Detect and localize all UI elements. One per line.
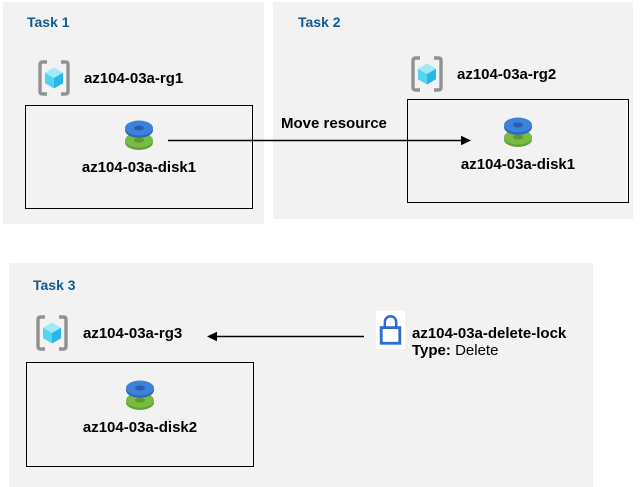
task3-resource-group-label: az104-03a-rg3 bbox=[83, 324, 183, 342]
task1-resource-group: az104-03a-rg1 bbox=[36, 59, 183, 97]
task3-resource-box: az104-03a-disk2 bbox=[26, 362, 254, 467]
task1-panel: Task 1 az104-03a-rg1 az104-03a-disk1 bbox=[3, 2, 264, 224]
task1-resource-label: az104-03a-disk1 bbox=[81, 159, 197, 176]
delete-lock-type-value: Delete bbox=[455, 342, 499, 359]
task3-title: Task 3 bbox=[33, 277, 76, 293]
task2-resource-group: az104-03a-rg2 bbox=[409, 55, 556, 93]
task3-resource-label: az104-03a-disk2 bbox=[82, 419, 198, 436]
task2-title: Task 2 bbox=[298, 14, 341, 30]
task2-resource-label: az104-03a-disk1 bbox=[460, 156, 576, 173]
disk-icon bbox=[126, 380, 154, 410]
delete-lock-type-label: Type: bbox=[412, 342, 451, 359]
resource-group-icon bbox=[411, 56, 443, 92]
delete-lock-type-row: Type: Delete bbox=[412, 342, 566, 359]
task3-resource-group: az104-03a-rg3 bbox=[33, 314, 182, 352]
disk-icon bbox=[125, 120, 153, 150]
lock-icon bbox=[379, 315, 402, 345]
disk-icon bbox=[504, 117, 532, 147]
delete-lock-text: az104-03a-delete-lock Type: Delete bbox=[412, 325, 566, 359]
task2-resource-group-label: az104-03a-rg2 bbox=[457, 65, 557, 83]
move-resource-label: Move resource bbox=[281, 115, 387, 132]
delete-lock-name: az104-03a-delete-lock bbox=[412, 325, 567, 342]
task1-resource-box: az104-03a-disk1 bbox=[25, 105, 253, 209]
resource-group-icon bbox=[36, 315, 68, 351]
task2-resource-box: az104-03a-disk1 bbox=[407, 99, 629, 203]
delete-lock-icon-box bbox=[376, 311, 405, 349]
task1-resource-group-label: az104-03a-rg1 bbox=[84, 69, 184, 87]
resource-group-icon bbox=[38, 60, 70, 96]
task2-panel: Task 2 az104-03a-rg2 az104-03a-disk1 bbox=[273, 2, 633, 219]
task3-panel: Task 3 az104-03a-rg3 az104-03a-disk2 bbox=[9, 263, 593, 487]
task1-title: Task 1 bbox=[27, 14, 70, 30]
